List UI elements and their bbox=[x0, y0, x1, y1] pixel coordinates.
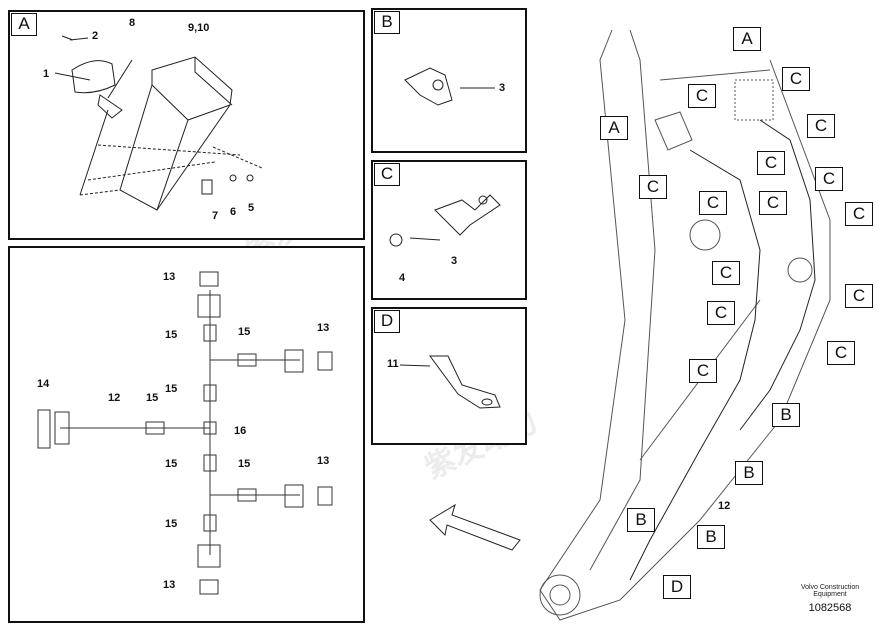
part-label: 15 bbox=[146, 392, 159, 404]
callout: A bbox=[600, 116, 628, 140]
callout: D bbox=[663, 575, 691, 599]
callout: C bbox=[807, 114, 835, 138]
callout: C bbox=[845, 202, 873, 226]
junction-box-drawing bbox=[54, 35, 263, 211]
harness-schematic bbox=[37, 271, 333, 595]
part-label: 15 bbox=[238, 458, 251, 470]
part-label: 3 bbox=[499, 82, 506, 94]
part-label: 15 bbox=[165, 458, 178, 470]
callout: B bbox=[697, 525, 725, 549]
part-label: 1 bbox=[43, 68, 50, 80]
callout: C bbox=[827, 341, 855, 365]
callout: B bbox=[772, 403, 800, 427]
callout: B bbox=[627, 508, 655, 532]
part-label: 15 bbox=[165, 329, 178, 341]
part-number: 1082568 bbox=[808, 602, 852, 614]
callout: C bbox=[815, 167, 843, 191]
part-label: 13 bbox=[163, 271, 176, 283]
callout: C bbox=[712, 261, 740, 285]
brand-text: Volvo Construction Equipment bbox=[800, 584, 860, 598]
part-label: 8 bbox=[129, 17, 136, 29]
callout: C bbox=[639, 175, 667, 199]
part-label: 14 bbox=[37, 378, 50, 390]
callout: C bbox=[699, 191, 727, 215]
part-label: 13 bbox=[317, 322, 330, 334]
callout: C bbox=[689, 359, 717, 383]
callout: C bbox=[688, 84, 716, 108]
part-label: 6 bbox=[230, 206, 237, 218]
part-label: 4 bbox=[399, 272, 406, 284]
panel-tag-d: D bbox=[374, 310, 400, 333]
part-label: 13 bbox=[317, 455, 330, 467]
callout: C bbox=[757, 151, 785, 175]
part-label: 3 bbox=[451, 255, 458, 267]
clamp-b bbox=[404, 67, 495, 106]
callout: A bbox=[733, 27, 761, 51]
part-label: 2 bbox=[92, 30, 99, 42]
callout: C bbox=[759, 191, 787, 215]
panel-tag-c: C bbox=[374, 163, 400, 186]
panel-tag-b: B bbox=[374, 11, 400, 34]
callout: C bbox=[845, 284, 873, 308]
part-label: 16 bbox=[234, 425, 247, 437]
direction-arrow bbox=[429, 503, 521, 551]
part-label: 13 bbox=[163, 579, 176, 591]
callout: B bbox=[735, 461, 763, 485]
callout: C bbox=[782, 67, 810, 91]
arm-drawing bbox=[539, 29, 831, 621]
part-label: 9,10 bbox=[188, 22, 210, 34]
part-label: 15 bbox=[238, 326, 251, 338]
part-label: 5 bbox=[248, 202, 255, 214]
part-label: 7 bbox=[212, 210, 219, 222]
part-label: 11 bbox=[387, 358, 399, 370]
part-label: 15 bbox=[165, 518, 178, 530]
panel-harness-schematic bbox=[8, 246, 365, 623]
part-label: 12 bbox=[108, 392, 121, 404]
panel-tag-a: A bbox=[11, 13, 37, 36]
callout: C bbox=[707, 301, 735, 325]
part-label: 12 bbox=[718, 500, 731, 512]
part-label: 15 bbox=[165, 383, 178, 395]
